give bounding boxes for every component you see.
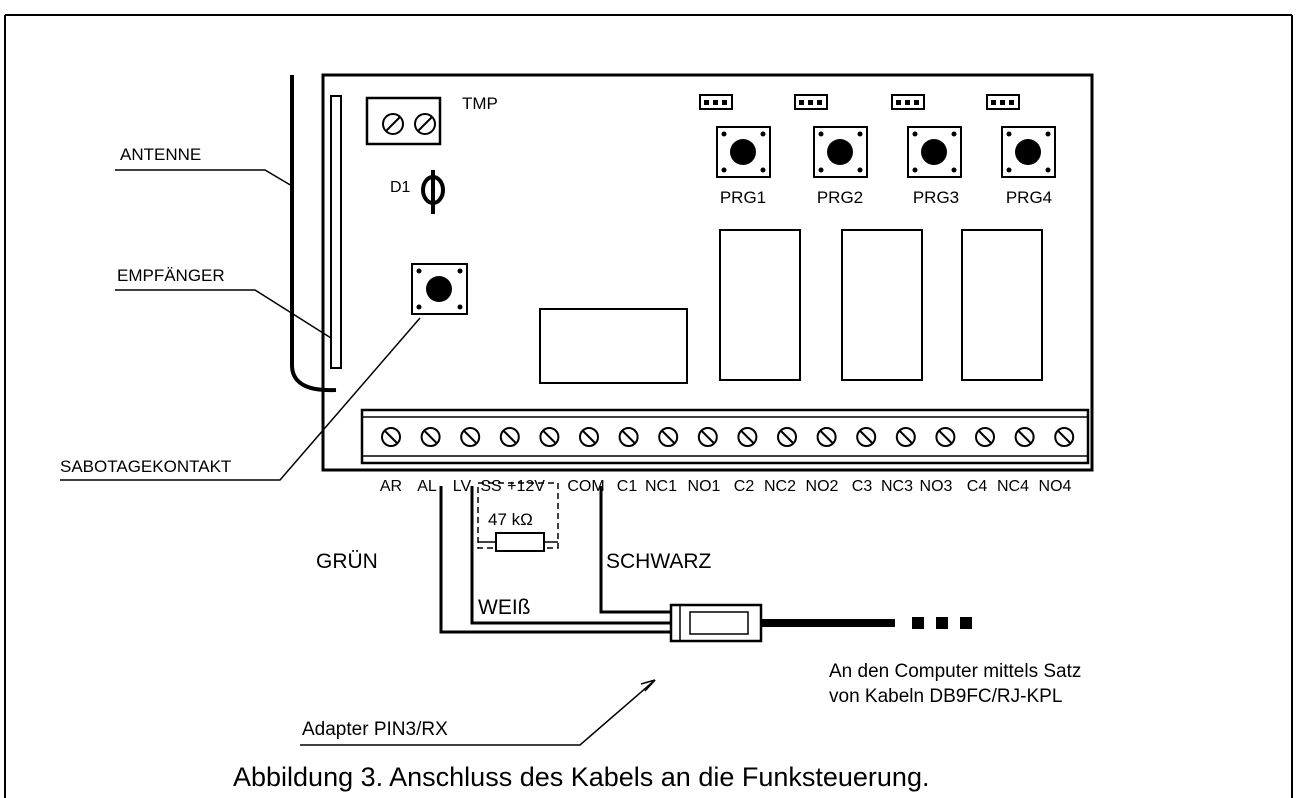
- black-wire-label: SCHWARZ: [606, 550, 712, 573]
- terminal-label-nc1: NC1: [645, 478, 677, 495]
- terminal-label-al: AL: [417, 478, 437, 495]
- relays: [719, 229, 1043, 381]
- terminal-label-com: COM: [567, 478, 604, 495]
- terminal-label-ar: AR: [380, 478, 402, 495]
- computer-note-line-2: von Kabeln DB9FC/RJ-KPL: [829, 686, 1062, 707]
- terminal-label-c2: C2: [734, 478, 755, 495]
- terminal-screw: [895, 427, 916, 447]
- d1-label: D1: [390, 179, 411, 196]
- computer-note-line-1: An den Computer mittels Satz: [829, 661, 1081, 682]
- terminal-label-c4: C4: [967, 478, 988, 495]
- terminal-screw: [618, 427, 639, 447]
- leader-lines: [60, 169, 656, 746]
- terminal-label-lv: LV: [453, 478, 472, 495]
- terminal-screw: [1054, 427, 1075, 447]
- led-d1: [421, 170, 445, 214]
- jumper-4: [986, 94, 1020, 110]
- terminal-screw: [856, 427, 877, 447]
- terminal-label-nc2: NC2: [764, 478, 796, 495]
- white-wire-label: WEIß: [478, 596, 531, 619]
- figure-frame: [4, 14, 1293, 798]
- figure-caption: Abbildung 3. Anschluss des Kabels an die…: [233, 762, 929, 792]
- terminal-label-no3: NO3: [920, 478, 953, 495]
- tmp-terminal-block: [365, 96, 442, 146]
- terminal-screw: [1014, 427, 1035, 447]
- terminal-screw: [816, 427, 837, 447]
- adapter-connector: [669, 603, 763, 643]
- terminal-screw: [737, 427, 758, 447]
- terminal-screw: [381, 427, 401, 447]
- terminal-screw: [499, 427, 520, 447]
- green-wire: [439, 486, 671, 634]
- terminal-label-ss: SS: [480, 478, 501, 495]
- cable-wires: [439, 486, 671, 634]
- jumpers: [699, 94, 1020, 110]
- resistor-label: 47 kΩ: [488, 510, 533, 529]
- tmp-label: TMP: [462, 94, 498, 113]
- prg-buttons: [716, 126, 1056, 178]
- relay-3: [961, 229, 1043, 381]
- cable-continuation-dots: [912, 617, 972, 629]
- terminal-screw: [697, 427, 718, 447]
- terminal-screw: [579, 427, 599, 447]
- terminal-label-no4: NO4: [1039, 478, 1072, 495]
- resistor-47k: [477, 482, 559, 552]
- terminal-screw: [420, 427, 441, 447]
- terminal-strip: [360, 408, 1090, 465]
- relay-1: [719, 229, 801, 381]
- prg4-button: [1001, 126, 1056, 178]
- antenna-label: ANTENNE: [120, 145, 201, 164]
- jumper-2: [794, 94, 828, 110]
- terminal-screw: [460, 427, 481, 447]
- terminal-screw: [935, 427, 956, 447]
- prg3-button: [907, 126, 962, 178]
- prg4-label: PRG4: [1006, 188, 1052, 207]
- terminal-screw: [777, 427, 797, 447]
- antenna-wire: [290, 75, 337, 393]
- jumper-1: [699, 94, 733, 110]
- terminal-screw: [975, 427, 995, 447]
- terminal-label-no2: NO2: [806, 478, 839, 495]
- receiver-module: [330, 95, 342, 369]
- board-component: [539, 308, 688, 384]
- terminal-label-no1: NO1: [688, 478, 721, 495]
- tamper-switch-label: SABOTAGEKONTAKT: [60, 457, 231, 476]
- terminal-screw: [658, 427, 679, 447]
- control-board: [321, 73, 1094, 472]
- black-wire: [599, 486, 671, 614]
- terminal-label-nc3: NC3: [881, 478, 913, 495]
- prg1-button: [716, 126, 771, 178]
- terminal-screw: [539, 427, 560, 447]
- terminal-label-nc4: NC4: [997, 478, 1029, 495]
- green-wire-label: GRÜN: [316, 550, 378, 573]
- adapter-label: Adapter PIN3/RX: [302, 719, 448, 740]
- terminal-label-c1: C1: [617, 478, 638, 495]
- jumper-3: [891, 94, 925, 110]
- prg2-label: PRG2: [817, 188, 863, 207]
- prg3-label: PRG3: [913, 188, 959, 207]
- terminal-label-c3: C3: [852, 478, 873, 495]
- relay-2: [841, 229, 923, 381]
- prg1-label: PRG1: [720, 188, 766, 207]
- tamper-button: [411, 263, 468, 315]
- prg2-button: [813, 126, 868, 178]
- terminal-label-12v: +12V: [507, 478, 545, 495]
- receiver-label: EMPFÄNGER: [117, 266, 225, 285]
- terminal-labels: AR AL LV SS +12V COM C1 NC1 NO1 C2 NC2 NO2 C3 NC3 NO3 C…: [380, 478, 1072, 495]
- white-wire: [470, 486, 671, 625]
